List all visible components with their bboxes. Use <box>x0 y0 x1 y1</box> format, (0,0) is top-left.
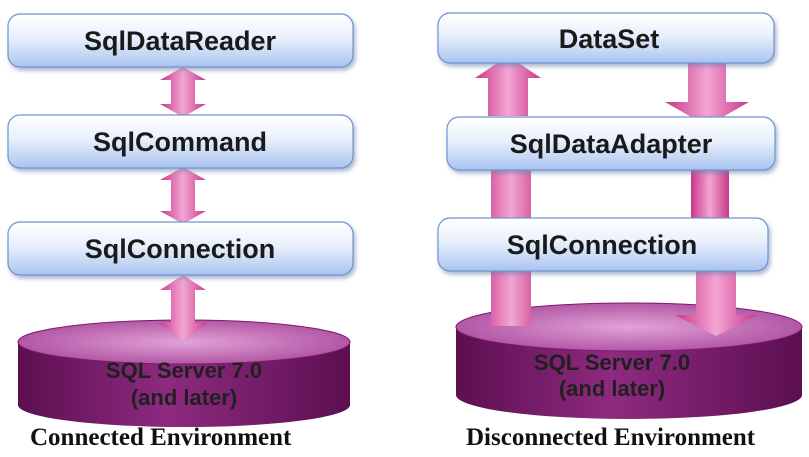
database-label-line1: SQL Server 7.0 <box>534 350 690 375</box>
sqldatareader-box <box>7 13 354 68</box>
down-arrow-adapter-connection <box>691 170 729 224</box>
sqlconnection-label-connected: SqlConnection <box>85 234 276 264</box>
connected-environment-caption: Connected Environment <box>30 424 292 451</box>
disconnected-environment-caption: Disconnected Environment <box>466 424 756 451</box>
connected-environment: SQL Server 7.0 (and later) SqlDataReader… <box>7 13 354 427</box>
sqlcommand-box <box>7 114 354 169</box>
sqldataadapter-label: SqlDataAdapter <box>510 129 713 159</box>
database-label-line2: (and later) <box>131 385 237 410</box>
double-arrow-command-connection <box>160 167 206 224</box>
down-arrow-connection-database <box>675 270 757 336</box>
disconnected-environment: SQL Server 7.0 (and later) DataSet <box>437 12 803 419</box>
double-arrow-reader-command <box>160 67 206 117</box>
sqldataadapter-box <box>446 116 776 171</box>
sqlcommand-label: SqlCommand <box>93 127 267 157</box>
up-arrow-adapter-dataset <box>475 56 541 116</box>
sqlconnection-label-disconnected: SqlConnection <box>507 230 698 260</box>
sqlconnection-box-disconnected <box>437 217 769 272</box>
database-label-line1: SQL Server 7.0 <box>106 358 262 383</box>
dataset-label: DataSet <box>559 24 660 54</box>
database-label-line2: (and later) <box>559 376 665 401</box>
down-arrow-dataset-adapter <box>665 56 749 126</box>
sqldatareader-label: SqlDataReader <box>84 26 277 56</box>
double-arrow-connection-database <box>158 275 208 340</box>
database-cylinder-connected: SQL Server 7.0 (and later) <box>17 319 351 427</box>
dataset-box <box>437 12 775 64</box>
sqlconnection-box-connected <box>7 221 354 276</box>
